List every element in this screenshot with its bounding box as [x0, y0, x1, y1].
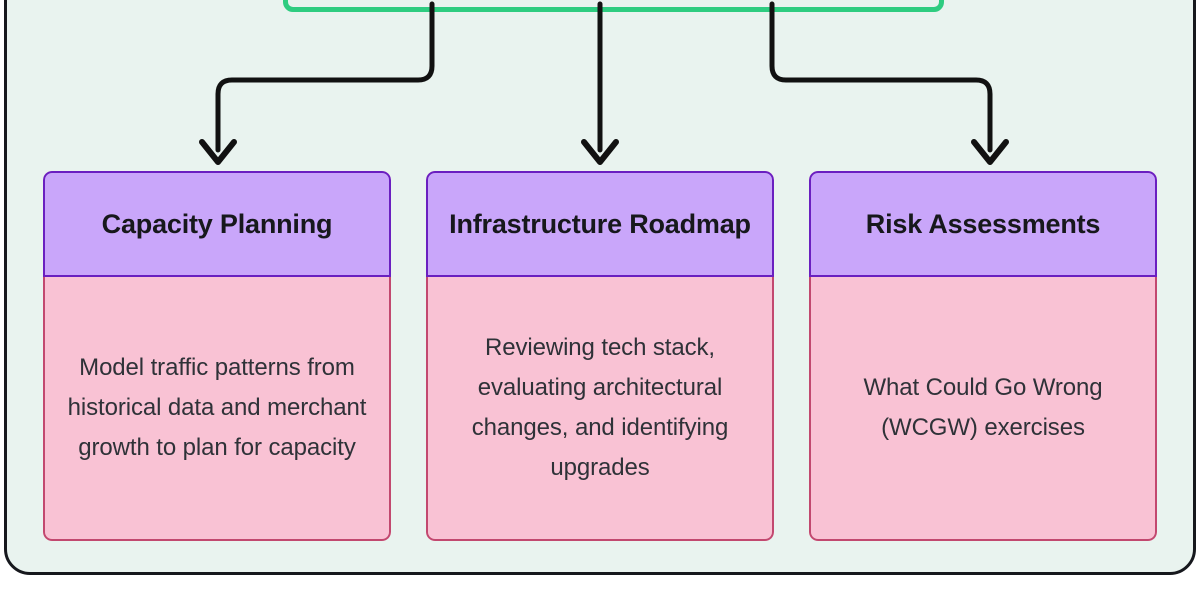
card-description-infrastructure-roadmap: Reviewing tech stack, evaluating archite…: [471, 334, 729, 481]
card-title-capacity-planning: Capacity Planning: [101, 208, 333, 239]
card-title-infrastructure-roadmap: Infrastructure Roadmap: [449, 208, 751, 239]
card-description-risk-assessments: What Could Go Wrong (WCGW) exercises: [863, 374, 1103, 441]
parent-node-cropped[interactable]: [283, 0, 944, 12]
card-body-infrastructure-roadmap: Reviewing tech stack, evaluating archite…: [426, 277, 774, 541]
card-body-risk-assessments: What Could Go Wrong (WCGW) exercises: [809, 277, 1157, 541]
card-capacity-planning[interactable]: Capacity Planning Model traffic patterns…: [43, 171, 391, 541]
card-infrastructure-roadmap[interactable]: Infrastructure Roadmap Reviewing tech st…: [426, 171, 774, 541]
card-header-risk-assessments: Risk Assessments: [809, 171, 1157, 277]
card-description-capacity-planning: Model traffic patterns from historical d…: [67, 354, 367, 461]
card-header-infrastructure-roadmap: Infrastructure Roadmap: [426, 171, 774, 277]
card-body-capacity-planning: Model traffic patterns from historical d…: [43, 277, 391, 541]
card-risk-assessments[interactable]: Risk Assessments What Could Go Wrong (WC…: [809, 171, 1157, 541]
card-title-risk-assessments: Risk Assessments: [865, 208, 1101, 239]
card-header-capacity-planning: Capacity Planning: [43, 171, 391, 277]
